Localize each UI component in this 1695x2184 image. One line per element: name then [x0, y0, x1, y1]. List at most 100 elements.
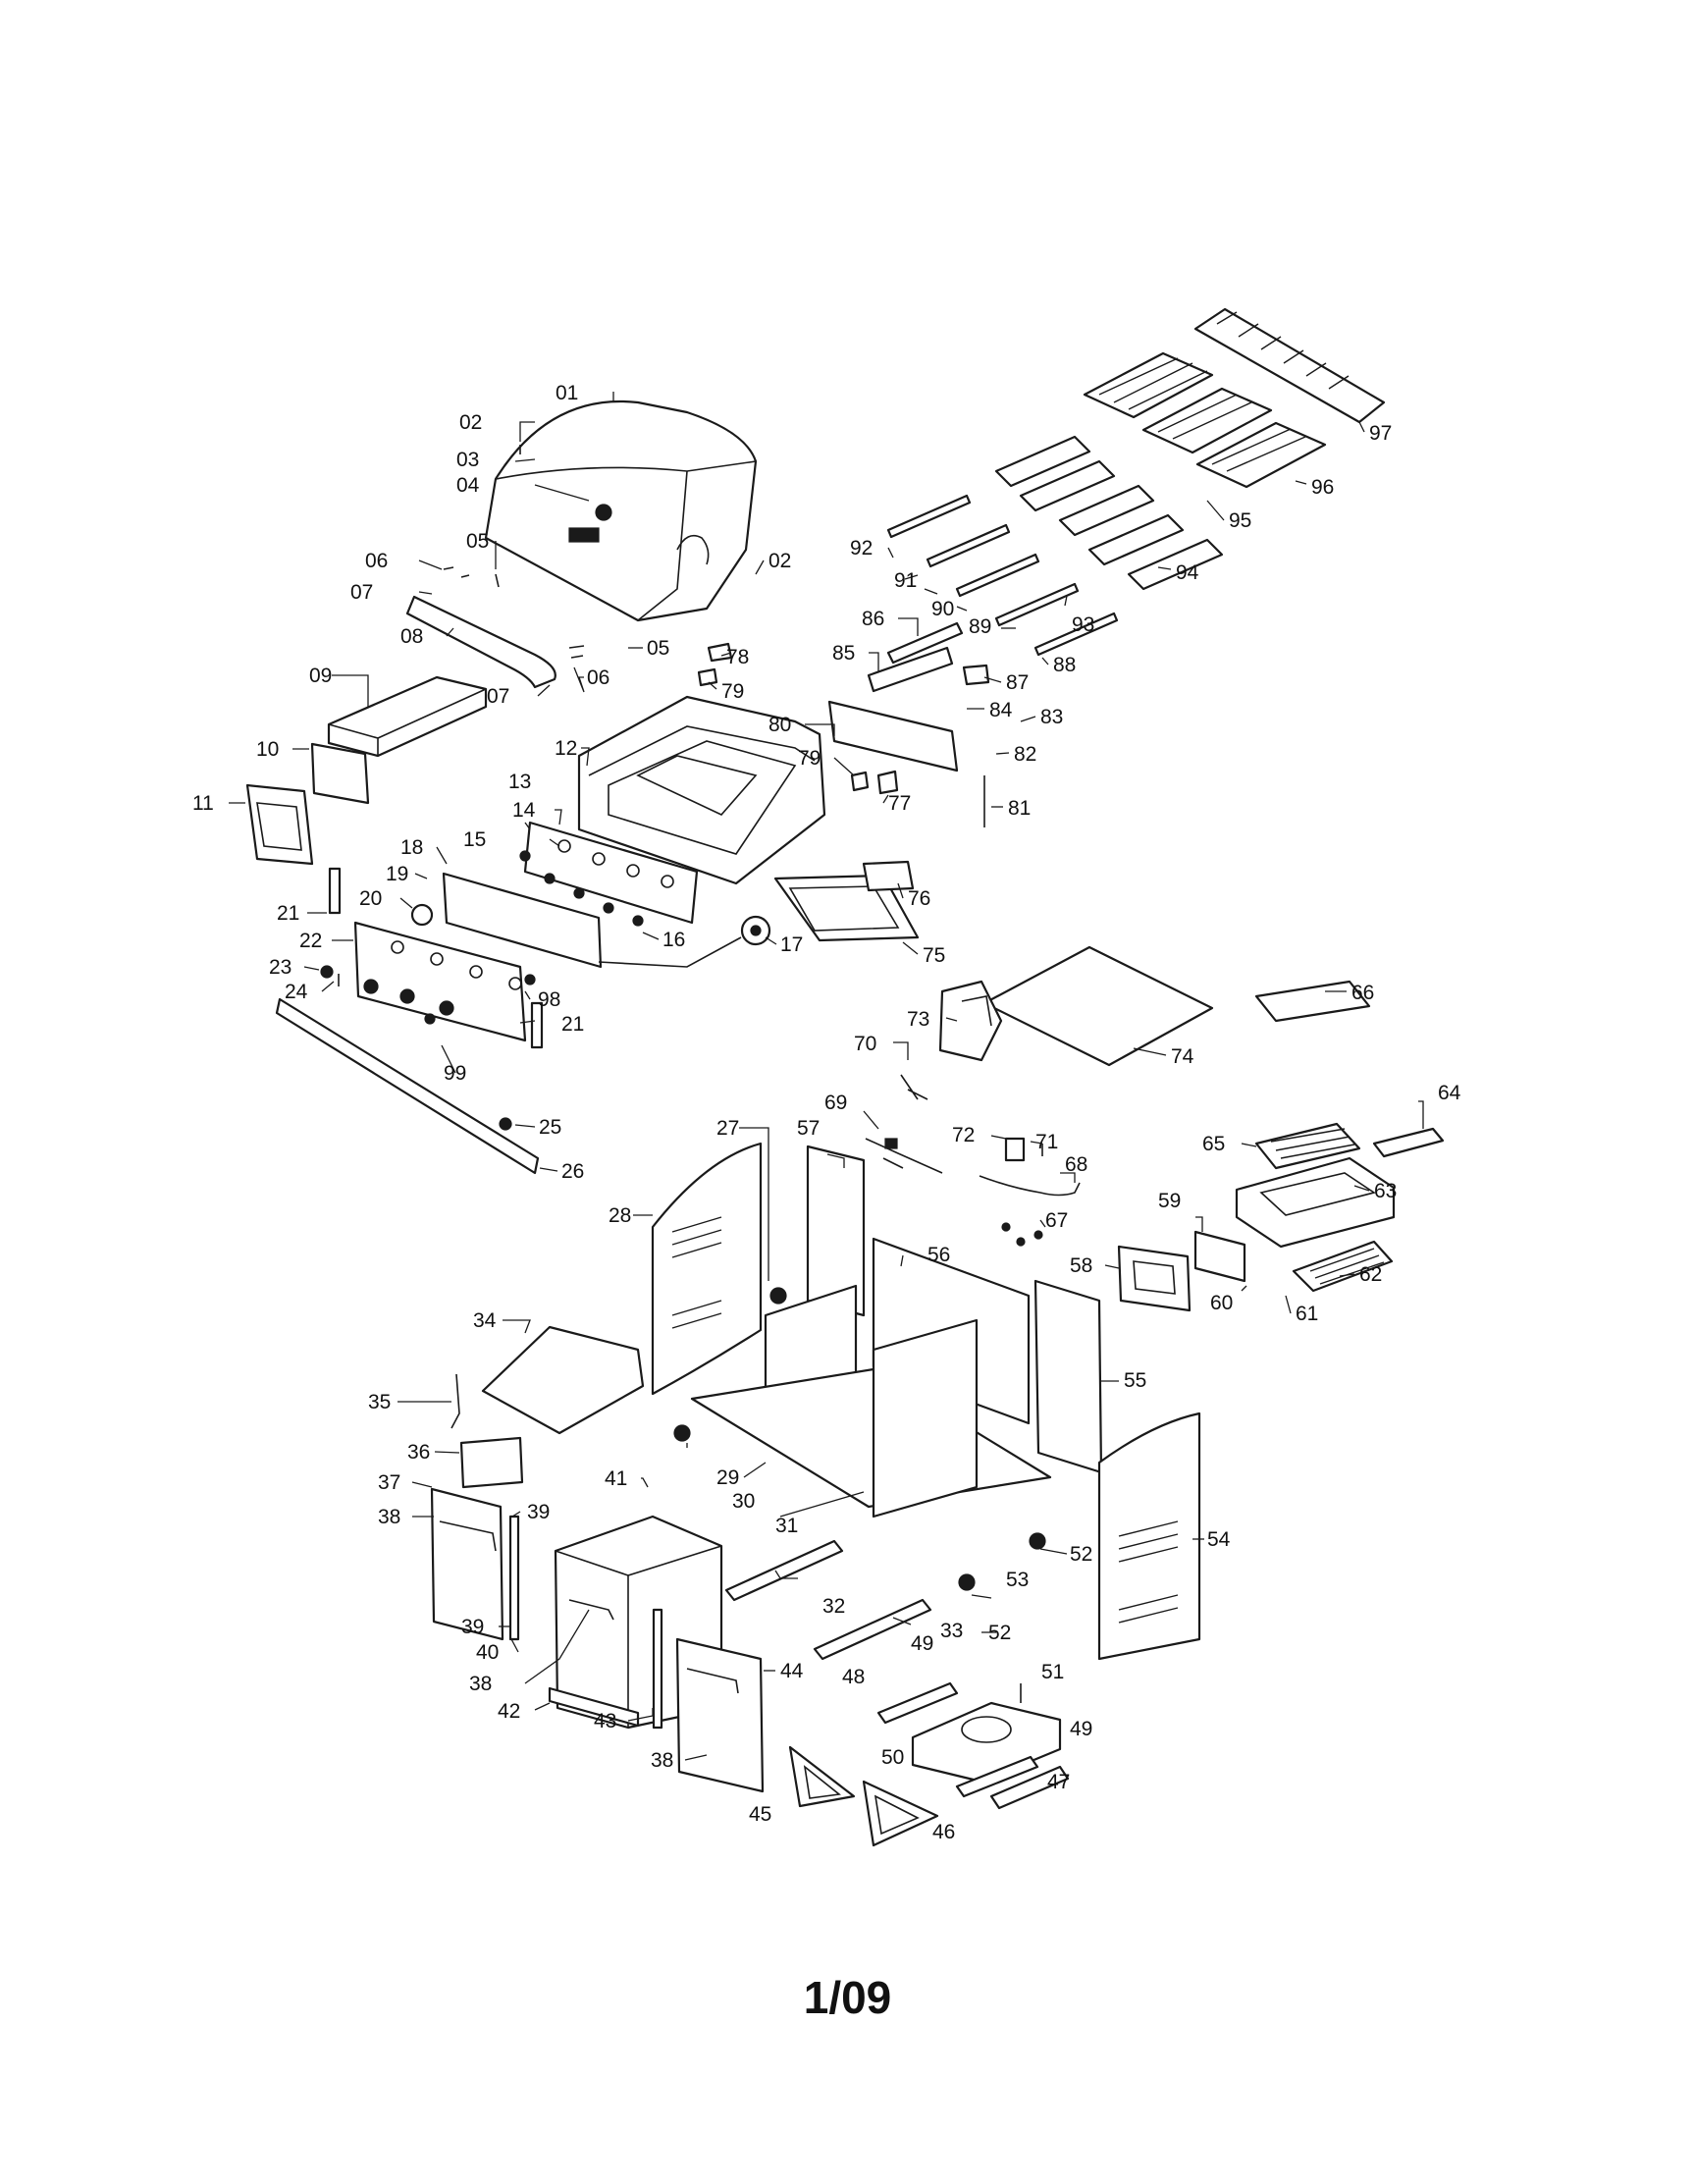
- label-77: 77: [888, 792, 911, 815]
- rail-48: [876, 1681, 959, 1725]
- label-91: 91: [894, 569, 917, 592]
- label-07-bottom: 07: [487, 685, 509, 708]
- label-40: 40: [476, 1641, 499, 1664]
- label-49-top: 49: [911, 1632, 933, 1655]
- label-78: 78: [726, 646, 749, 668]
- label-20: 20: [359, 887, 382, 910]
- label-51: 51: [1041, 1661, 1064, 1683]
- label-44: 44: [780, 1660, 804, 1682]
- label-55: 55: [1124, 1369, 1146, 1392]
- label-79-bottom: 79: [798, 747, 821, 770]
- label-30: 30: [732, 1490, 755, 1513]
- work-surface: [982, 945, 1214, 1067]
- label-63: 63: [1374, 1180, 1397, 1202]
- label-06-bottom: 06: [587, 666, 609, 689]
- label-38-c: 38: [651, 1749, 673, 1772]
- label-86: 86: [862, 608, 884, 630]
- label-24: 24: [285, 981, 308, 1003]
- label-76: 76: [908, 887, 930, 910]
- switch-72: [1004, 1137, 1026, 1162]
- label-39-top: 39: [527, 1501, 550, 1523]
- label-90: 90: [931, 598, 954, 620]
- label-42: 42: [498, 1700, 520, 1723]
- label-10: 10: [256, 738, 279, 761]
- crossbar-33: [813, 1598, 932, 1661]
- label-33: 33: [940, 1620, 963, 1642]
- label-41: 41: [605, 1467, 627, 1490]
- igniter-99: [424, 1013, 436, 1025]
- label-85: 85: [832, 642, 855, 665]
- leg-45: [788, 1745, 856, 1808]
- grill-lid: [484, 400, 758, 622]
- label-49-bottom: 49: [1070, 1718, 1092, 1740]
- label-96: 96: [1311, 476, 1334, 499]
- label-17: 17: [780, 933, 803, 956]
- label-03: 03: [456, 449, 479, 471]
- label-01: 01: [556, 382, 578, 404]
- cart-panel-57: [806, 1145, 866, 1317]
- label-97: 97: [1369, 422, 1392, 445]
- label-70: 70: [854, 1033, 876, 1055]
- label-71: 71: [1035, 1131, 1058, 1153]
- firebox: [577, 695, 826, 885]
- bracket-77: [876, 770, 899, 795]
- grease-cup: [862, 860, 915, 892]
- label-62: 62: [1359, 1263, 1382, 1286]
- label-80: 80: [768, 714, 791, 736]
- label-21-right: 21: [561, 1013, 584, 1036]
- bracket-79-top: [697, 667, 718, 687]
- label-79-top: 79: [721, 680, 744, 703]
- label-11: 11: [192, 792, 214, 815]
- rear-panel-assembly: [827, 621, 990, 772]
- side-burner-frame: [245, 783, 314, 866]
- label-84: 84: [989, 699, 1013, 721]
- bracket-78: [707, 642, 733, 663]
- label-32: 32: [822, 1595, 845, 1618]
- label-25: 25: [539, 1116, 561, 1139]
- label-36: 36: [407, 1441, 430, 1464]
- label-28: 28: [609, 1204, 631, 1227]
- label-26: 26: [561, 1160, 584, 1183]
- wire-70: [900, 1074, 928, 1100]
- label-05-top: 05: [466, 530, 489, 553]
- label-69: 69: [824, 1092, 847, 1114]
- burners: [886, 494, 1119, 657]
- bracket-21-right: [530, 1001, 544, 1049]
- crossbar-32: [724, 1539, 844, 1602]
- cart-side-panel-right: [1097, 1412, 1201, 1661]
- label-52-right: 52: [1070, 1543, 1092, 1566]
- label-13: 13: [508, 771, 531, 793]
- label-93: 93: [1072, 613, 1094, 636]
- label-66: 66: [1351, 982, 1374, 1004]
- label-59: 59: [1158, 1190, 1181, 1212]
- control-panel: [442, 872, 603, 969]
- label-87: 87: [1006, 671, 1029, 694]
- label-54: 54: [1207, 1528, 1231, 1551]
- lid-handle: [405, 566, 585, 689]
- label-02-right: 02: [768, 550, 791, 572]
- label-57: 57: [797, 1117, 820, 1140]
- label-94: 94: [1176, 561, 1199, 584]
- module-69: [884, 1138, 898, 1149]
- label-47: 47: [1047, 1771, 1070, 1793]
- front-fascia: [353, 921, 527, 1042]
- label-52-bottom: 52: [988, 1622, 1011, 1644]
- label-15: 15: [463, 828, 486, 851]
- caster-27: [769, 1287, 787, 1305]
- label-39-bottom: 39: [461, 1616, 484, 1638]
- label-14: 14: [512, 799, 536, 822]
- vents-54: [1118, 1520, 1179, 1624]
- label-67: 67: [1045, 1209, 1068, 1232]
- label-34: 34: [473, 1309, 497, 1332]
- knob-23: [320, 965, 334, 979]
- label-46: 46: [932, 1821, 955, 1843]
- wire-harness-69: [865, 1138, 943, 1174]
- bracket-36: [459, 1436, 524, 1489]
- bezel-10: [310, 742, 370, 805]
- bracket-21-left: [328, 867, 342, 915]
- label-21-left: 21: [277, 902, 299, 925]
- label-65: 65: [1202, 1133, 1225, 1155]
- label-75: 75: [923, 944, 945, 967]
- side-burner-tray: [1235, 1156, 1396, 1249]
